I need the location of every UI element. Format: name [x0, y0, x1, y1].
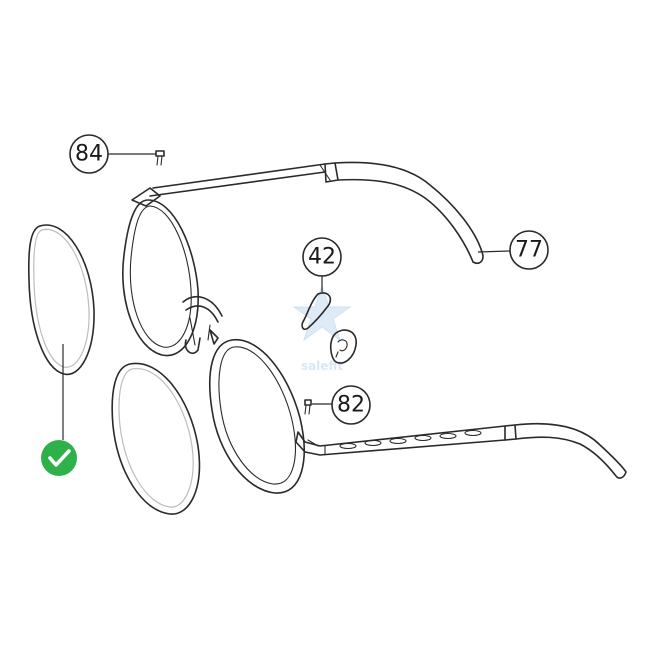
callout-42-label: 42 — [308, 245, 336, 270]
callout-84-label: 84 — [75, 142, 103, 167]
lens-loose-front — [111, 362, 201, 515]
callout-82-label: 82 — [337, 393, 365, 418]
watermark-text: salefit — [301, 359, 343, 373]
callout-77: 77 — [477, 230, 549, 270]
nose-pad-arm-part — [329, 329, 357, 364]
temple-arm-lower — [295, 422, 627, 479]
frame-rim-right — [209, 339, 305, 494]
callout-77-label: 77 — [515, 238, 543, 263]
check-circle-icon — [41, 440, 77, 476]
frame-bridge — [182, 295, 223, 355]
screw-hinge-part — [304, 399, 312, 415]
frame-rim-left — [122, 187, 199, 357]
temple-arm-upper — [149, 161, 484, 265]
callout-84: 84 — [69, 134, 156, 174]
nose-pad-part — [301, 292, 332, 331]
callout-82: 82 — [312, 385, 371, 425]
screw-top-part — [155, 150, 165, 166]
lens-loose-back — [27, 224, 95, 440]
callout-42: 42 — [302, 237, 342, 292]
